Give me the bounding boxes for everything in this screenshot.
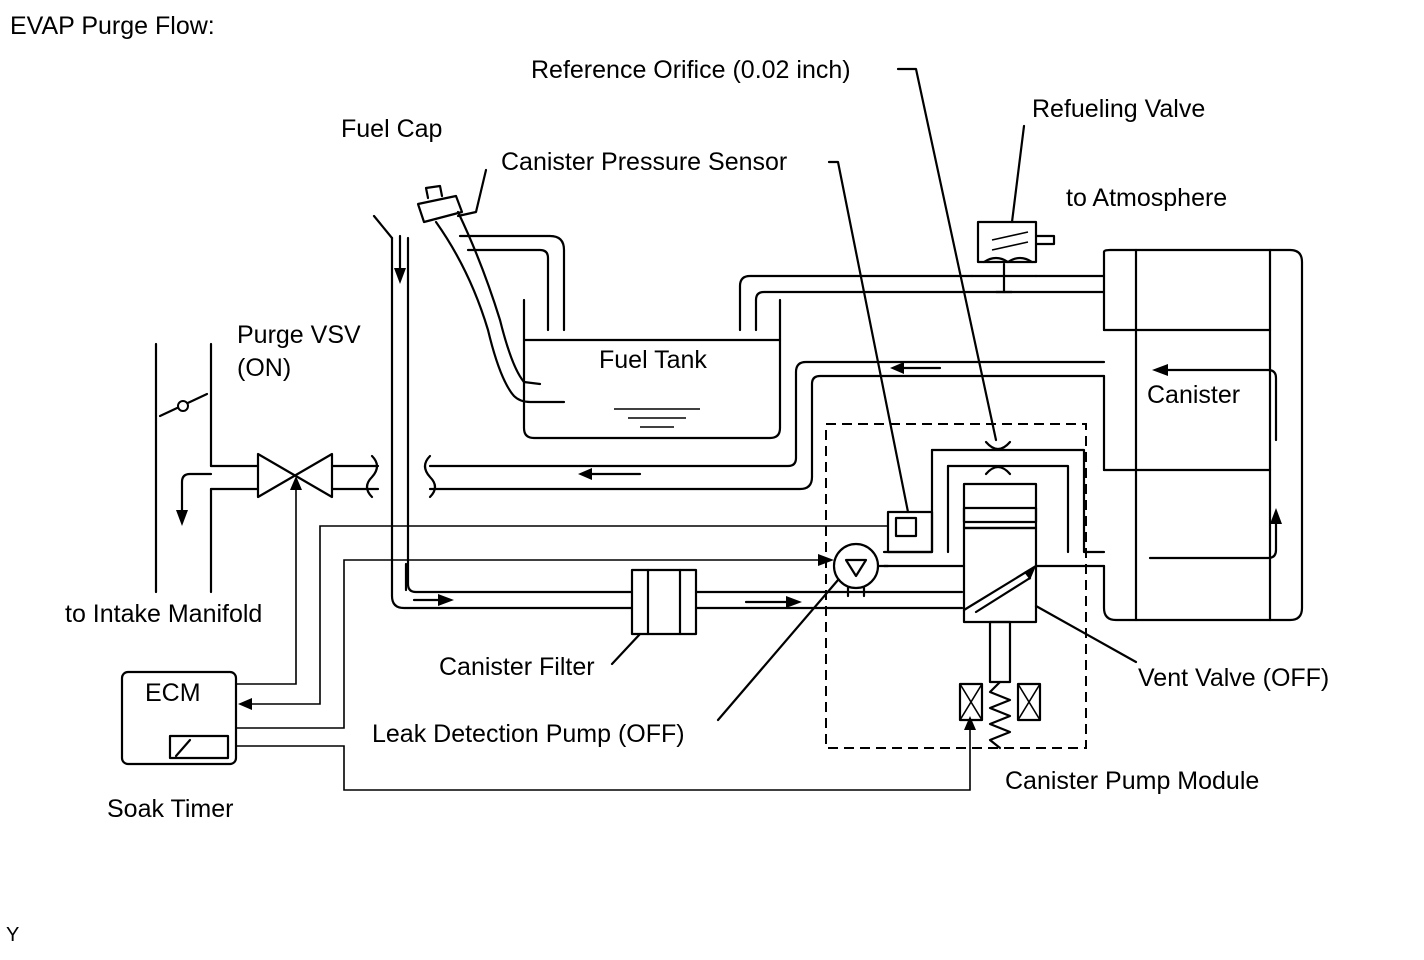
canister-pump-module [825,423,1106,750]
label-canister-pressure-sensor: Canister Pressure Sensor [501,148,787,176]
label-leak-detection-pump: Leak Detection Pump (OFF) [372,720,685,748]
purge-line [428,360,1106,491]
label-ecm: ECM [145,679,201,707]
canister [1102,248,1304,622]
spring-icon [988,680,1012,750]
label-refueling-valve: Refueling Valve [1032,95,1205,123]
label-canister: Canister [1147,381,1240,409]
flow-arrow-down-icon [394,268,406,284]
pressure-sensor-icon [886,510,934,554]
flow-arrow-right-icon [438,594,454,606]
label-purge-vsv: Purge VSV [237,321,361,349]
label-canister-filter: Canister Filter [439,653,595,681]
label-purge-vsv-state: (ON) [237,354,291,382]
ecm [120,670,238,766]
ecm-box [120,670,238,766]
label-vent-valve: Vent Valve (OFF) [1138,664,1329,692]
purge-vsv [209,452,437,499]
throttle-pivot [177,400,189,412]
refueling-valve [970,220,1056,294]
ecm-wiring [236,476,976,791]
fuel-cap-icon [416,194,464,224]
arrow-down-icon [176,510,188,526]
intake-manifold [154,342,213,594]
fuel-tank [458,234,1106,440]
soak-timer-icon [168,734,230,760]
corner-mark: Y [6,924,19,946]
label-fuel-cap: Fuel Cap [341,115,442,143]
label-canister-pump-module: Canister Pump Module [1005,767,1259,795]
flow-arrow-left-icon [578,468,592,480]
label-reference-orifice: Reference Orifice (0.02 inch) [531,56,851,84]
tank-vapor-line [372,214,634,610]
flow-arrow-left-icon [1152,364,1168,376]
vsv-valve-icon [256,452,334,499]
label-soak-timer: Soak Timer [107,795,233,823]
reference-orifice-icon [984,440,1012,451]
filler-neck [416,184,566,404]
flow-arrow-right-icon [786,596,802,608]
label-to-intake-manifold: to Intake Manifold [65,600,262,628]
leak-detection-pump-icon [832,542,880,590]
canister-filter [630,568,964,636]
label-to-atmosphere: to Atmosphere [1066,184,1227,212]
solenoid-right-icon [1016,682,1042,722]
vent-valve-icon [962,526,1038,624]
label-fuel-tank: Fuel Tank [599,346,707,374]
flow-arrow-up-icon [1270,508,1282,524]
diagram-title: EVAP Purge Flow: [10,12,215,40]
flow-arrow-left-icon [890,362,904,374]
